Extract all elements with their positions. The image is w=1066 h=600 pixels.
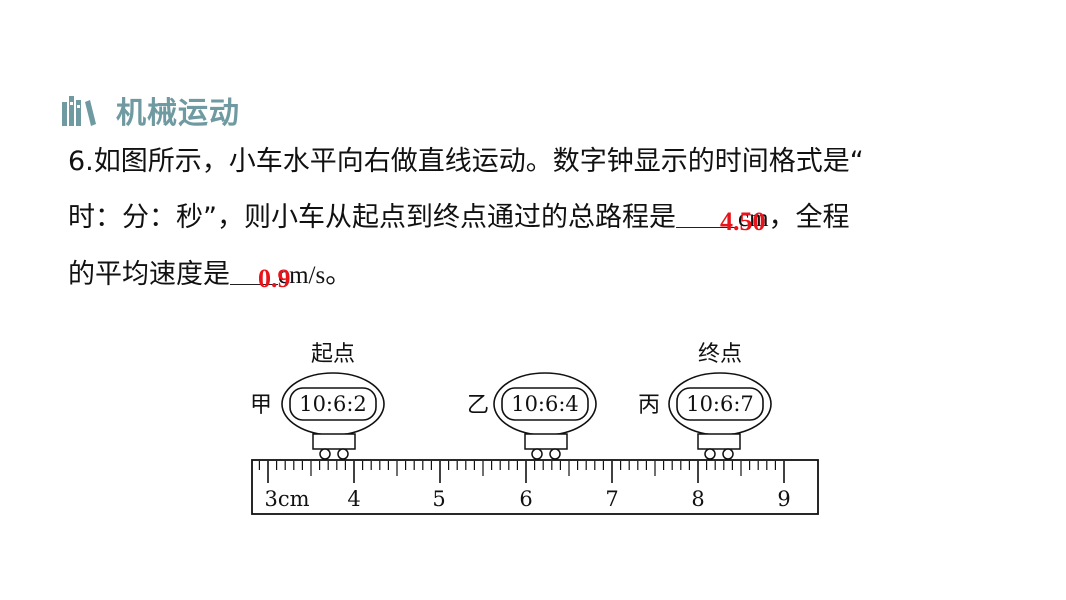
section-header: 机械运动: [60, 88, 240, 132]
unit-cm-per-s: cm/s: [278, 262, 326, 289]
ruler-label-8: 8: [691, 487, 704, 511]
wheel-right-jia: [337, 448, 349, 460]
wheel-right-bing: [722, 448, 734, 460]
clock-ellipse-yi: [493, 372, 597, 436]
answer-blank-speed[interactable]: 0.9: [230, 254, 291, 292]
ruler-label-6: 6: [519, 487, 532, 511]
answer-speed: 0.9: [258, 264, 291, 293]
question-text: 6.如图所示，小车水平向右做直线运动。数字钟显示的时间格式是“ 时：分：秒”，则…: [68, 134, 1028, 304]
question-part-5: 。: [325, 259, 353, 290]
ruler-label-5: 5: [432, 487, 445, 511]
unit-cm: cm: [738, 205, 769, 232]
cart-label-bing: 丙: [638, 393, 660, 418]
question-part-2: 时：分：秒”，则小车从起点到终点通过的总路程是: [68, 202, 676, 233]
ruler-body: [251, 459, 819, 515]
question-line-1: 6.如图所示，小车水平向右做直线运动。数字钟显示的时间格式是“: [68, 134, 1028, 190]
cart-jia: 甲 10:6:2: [250, 372, 385, 460]
answer-blank-distance[interactable]: 4.50: [676, 197, 766, 235]
cart-body-yi: [524, 433, 568, 450]
question-part-3: ，全程: [768, 202, 850, 233]
cart-label-yi: 乙: [467, 393, 489, 418]
start-label: 起点: [311, 342, 355, 367]
cart-bing: 丙 10:6:7: [638, 372, 772, 460]
ruler-label-4: 4: [347, 487, 360, 511]
question-part-1: 6.如图所示，小车水平向右做直线运动。数字钟显示的时间格式是“: [68, 146, 864, 177]
clock-ellipse-bing: [668, 372, 772, 436]
clock-screen-jia: [289, 387, 377, 421]
wheel-left-bing: [704, 448, 716, 460]
end-label: 终点: [698, 342, 742, 367]
clock-time-bing: 10:6:7: [686, 392, 754, 416]
clock-ellipse-jia: [281, 372, 385, 436]
clock-screen-bing: [676, 387, 764, 421]
answer-distance: 4.50: [720, 207, 766, 236]
wheel-left-jia: [319, 448, 331, 460]
cart-body-bing: [697, 433, 741, 450]
ruler-label-9: 9: [777, 487, 790, 511]
cart-label-jia: 甲: [250, 393, 272, 418]
clock-screen-yi: [501, 387, 589, 421]
ruler-ticks: [258, 461, 785, 483]
section-title: 机械运动: [116, 96, 240, 131]
ruler-label-3cm: 3cm: [264, 487, 309, 511]
cart-yi: 乙 10:6:4: [467, 372, 597, 460]
ruler-label-7: 7: [605, 487, 618, 511]
ruler: 3cm 4 5 6 7 8 9: [251, 459, 819, 515]
clock-time-jia: 10:6:2: [299, 392, 367, 416]
books-icon: [62, 96, 96, 126]
wheel-left-yi: [531, 448, 543, 460]
question-part-4: 的平均速度是: [68, 259, 230, 290]
wheel-right-yi: [549, 448, 561, 460]
cart-body-jia: [312, 433, 356, 450]
clock-time-yi: 10:6:4: [511, 392, 579, 416]
